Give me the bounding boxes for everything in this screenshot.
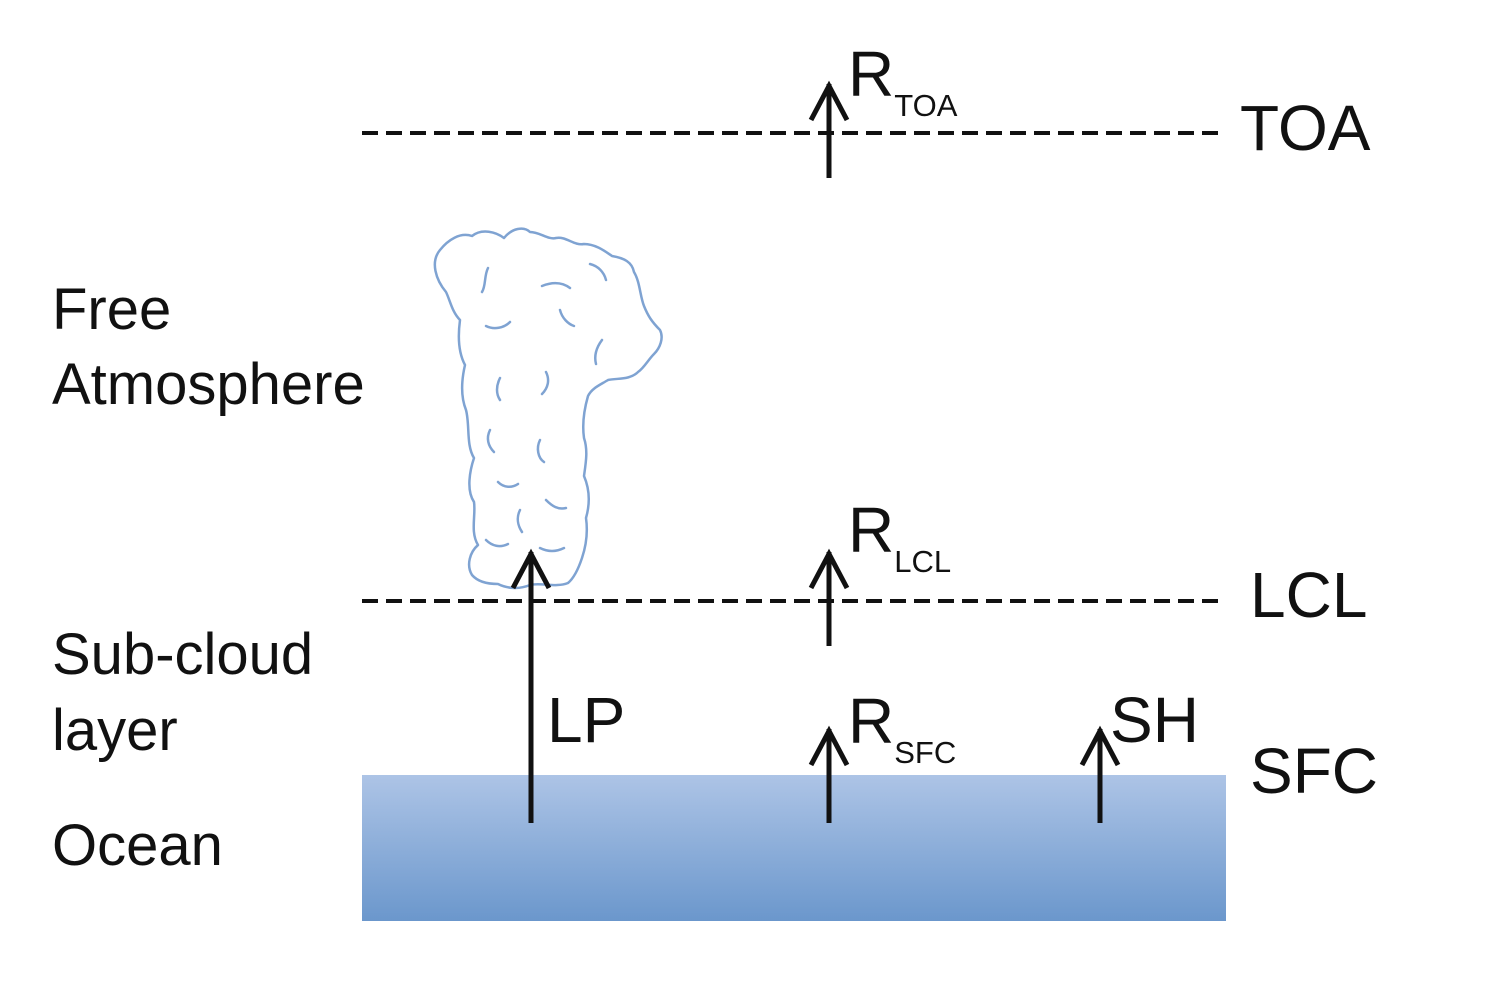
lcl-level-label: LCL: [1250, 559, 1367, 631]
r-toa-arrow: [808, 80, 850, 178]
r-toa-subscript: TOA: [894, 88, 957, 123]
subcloud-label-line2: layer: [52, 698, 178, 763]
sh-label: SH: [1110, 684, 1199, 756]
r-toa-label: RTOA: [848, 38, 958, 123]
free-atmosphere-label-line2: Atmosphere: [52, 352, 365, 417]
r-lcl-subscript: LCL: [894, 544, 951, 579]
r-sfc-arrow: [808, 725, 850, 823]
r-sfc-label: RSFC: [848, 685, 956, 770]
r-lcl-label: RLCL: [848, 494, 951, 579]
r-toa-main: R: [848, 38, 894, 110]
lp-arrow: [510, 548, 552, 823]
r-sfc-main: R: [848, 685, 894, 757]
lp-label: LP: [547, 684, 625, 756]
sfc-level-label: SFC: [1250, 735, 1378, 807]
r-sfc-subscript: SFC: [894, 735, 956, 770]
r-lcl-arrow: [808, 548, 850, 646]
subcloud-label-line1: Sub-cloud: [52, 622, 313, 687]
ocean-label: Ocean: [52, 813, 223, 878]
free-atmosphere-label-line1: Free: [52, 277, 171, 342]
ocean-block: [362, 775, 1226, 921]
r-lcl-main: R: [848, 494, 894, 566]
cumulus-cloud-icon: [433, 227, 663, 590]
toa-level-label: TOA: [1240, 92, 1371, 164]
sh-arrow: [1079, 725, 1121, 823]
